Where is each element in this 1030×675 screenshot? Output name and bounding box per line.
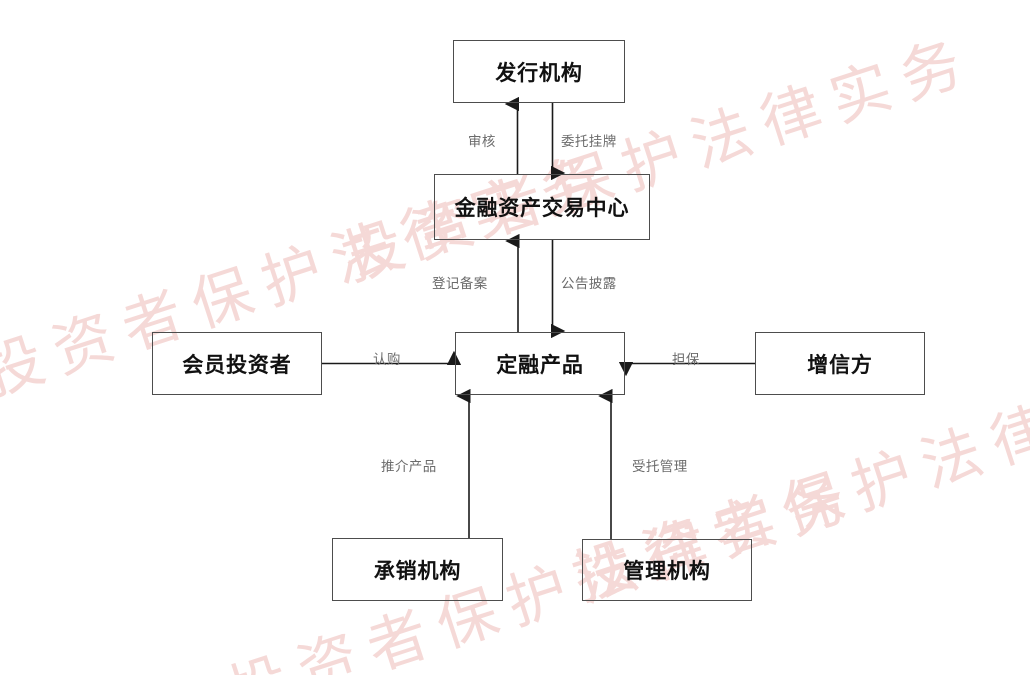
- edge-label-filing: 登记备案: [432, 276, 488, 291]
- edge-label-disclosure: 公告披露: [561, 276, 617, 291]
- edge-label-promote: 推介产品: [381, 459, 437, 474]
- edge-label-listing: 委托挂牌: [561, 134, 617, 149]
- edge-label-trustee: 受托管理: [632, 459, 688, 474]
- node-label: 发行机构: [495, 61, 583, 85]
- node-label: 增信方: [807, 353, 873, 377]
- node-investor[interactable]: 会员投资者: [152, 332, 322, 395]
- edge-label-guarantee: 担保: [672, 352, 700, 367]
- node-label: 金融资产交易中心: [454, 197, 630, 220]
- node-issuer[interactable]: 发行机构: [453, 40, 625, 103]
- node-underwriter[interactable]: 承销机构: [332, 538, 503, 601]
- node-label: 会员投资者: [182, 353, 292, 377]
- node-exchange[interactable]: 金融资产交易中心: [434, 174, 650, 240]
- node-label: 管理机构: [623, 560, 711, 583]
- edge-label-audit: 审核: [468, 134, 496, 149]
- node-credit[interactable]: 增信方: [755, 332, 925, 395]
- node-manager[interactable]: 管理机构: [582, 539, 752, 601]
- node-label: 承销机构: [373, 559, 462, 583]
- node-product[interactable]: 定融产品: [455, 332, 625, 395]
- edge-label-subscribe: 认购: [373, 352, 401, 367]
- node-label: 定融产品: [496, 353, 584, 377]
